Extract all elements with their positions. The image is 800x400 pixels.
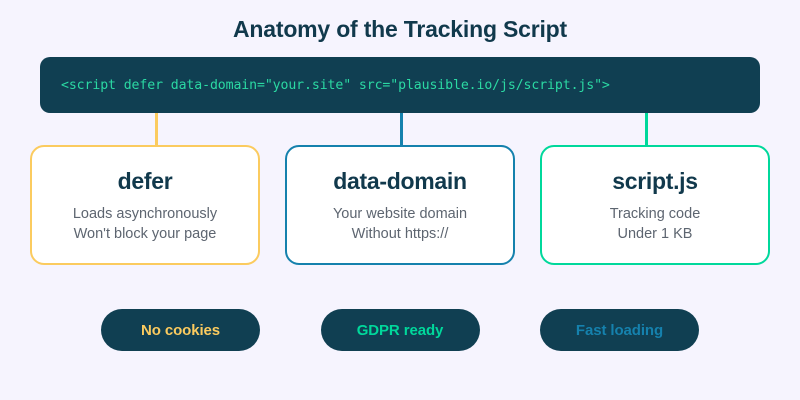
card-description-line-1: Tracking code: [609, 206, 701, 222]
badge-fast-loading: Fast loading: [540, 309, 699, 351]
card-title: data-domain: [333, 168, 467, 194]
card-description-line-2: Without https://: [351, 226, 449, 242]
card-script-js: script.js Tracking code Under 1 KB: [540, 145, 770, 265]
badge-gdpr-ready: GDPR ready: [320, 309, 480, 351]
code-snippet-text: <script defer data-domain="your.site" sr…: [61, 77, 610, 93]
card-description-line-2: Won't block your page: [73, 226, 217, 242]
connector-line-script-js: [645, 113, 648, 146]
connector-line-data-domain: [400, 113, 403, 146]
card-description-line-2: Under 1 KB: [617, 226, 693, 242]
card-title: script.js: [612, 168, 698, 194]
page-title: Anatomy of the Tracking Script: [233, 16, 567, 42]
card-title: defer: [117, 168, 173, 194]
code-snippet-block: <script defer data-domain="your.site" sr…: [40, 57, 760, 113]
attribute-cards-row: defer Loads asynchronously Won't block y…: [30, 145, 770, 265]
card-description-line-1: Loads asynchronously: [72, 206, 218, 222]
card-data-domain: data-domain Your website domain Without …: [285, 145, 515, 265]
badge-no-cookies: No cookies: [101, 309, 260, 351]
card-defer: defer Loads asynchronously Won't block y…: [30, 145, 260, 265]
card-description-line-1: Your website domain: [332, 206, 468, 222]
connector-line-defer: [155, 113, 158, 146]
feature-badges-row: No cookies GDPR ready Fast loading: [101, 309, 699, 351]
